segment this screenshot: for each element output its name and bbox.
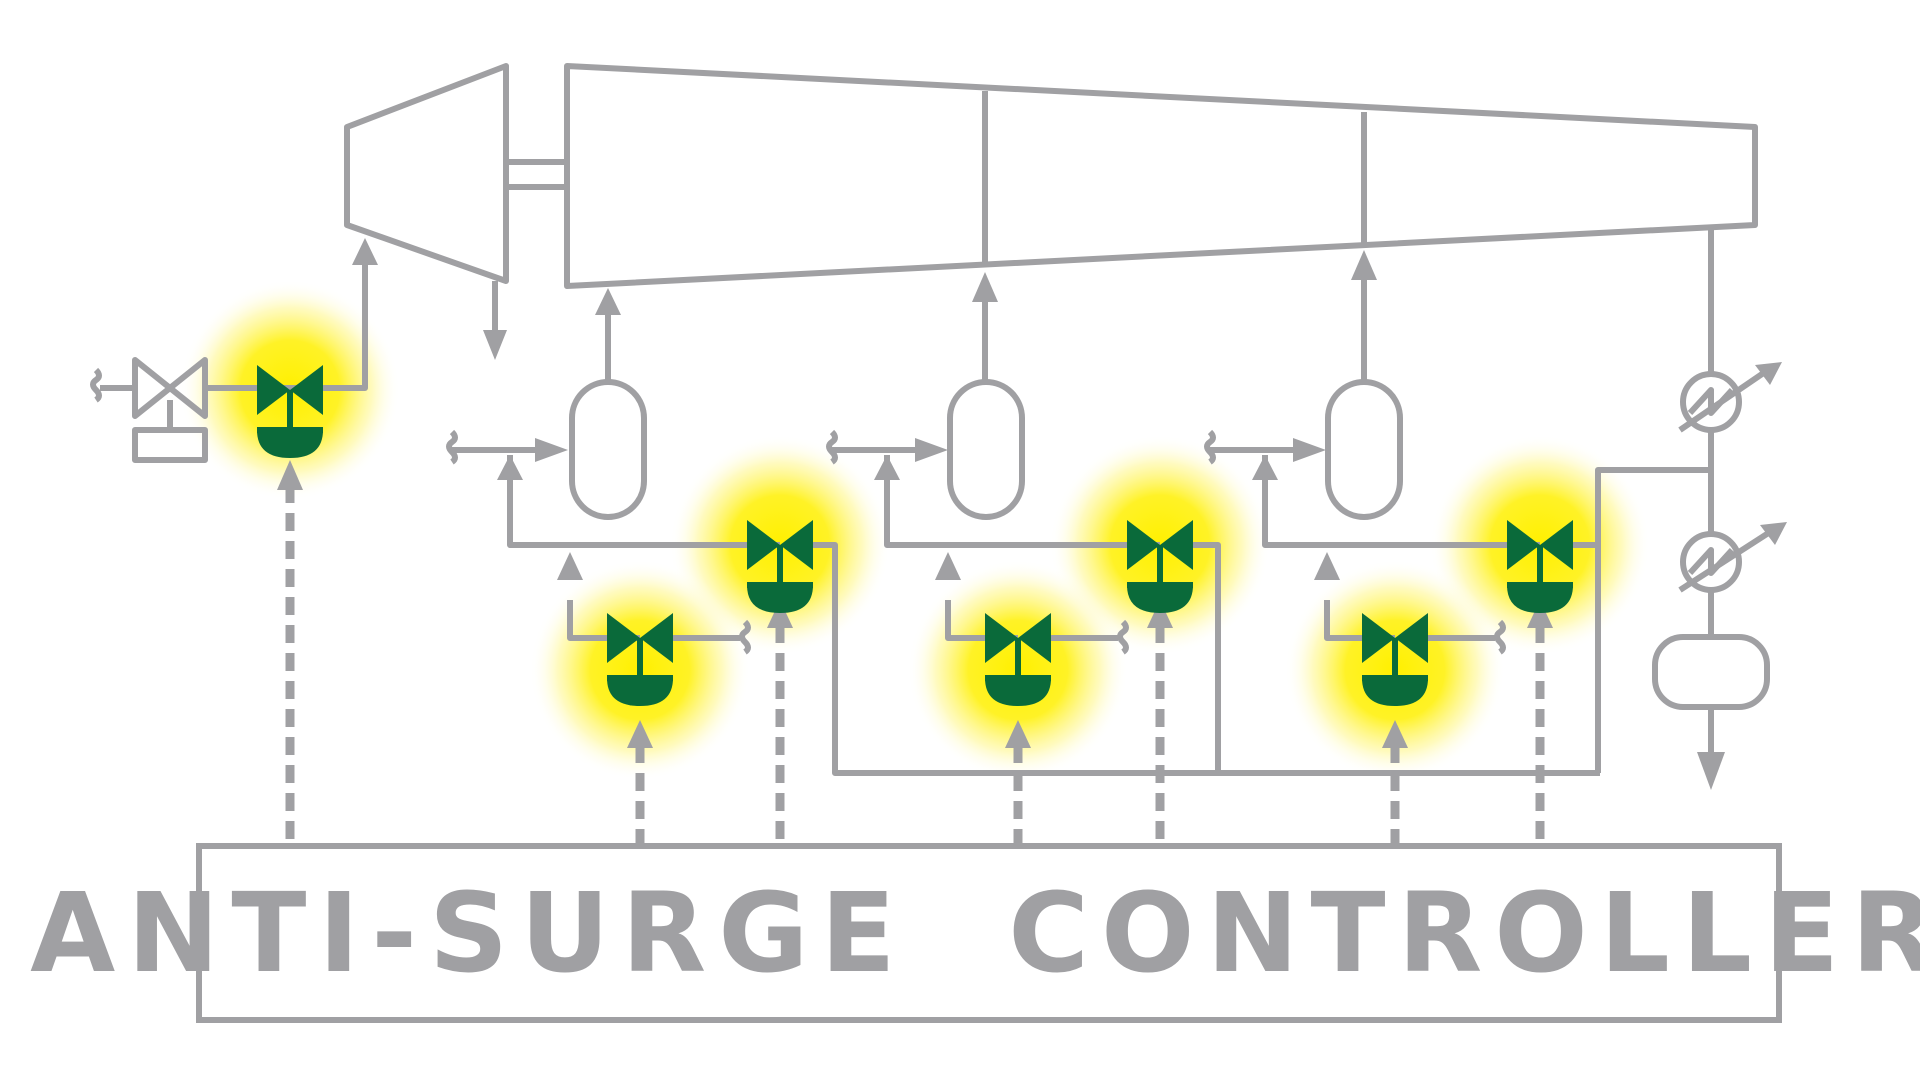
manual-valve <box>132 357 173 419</box>
vessel-stage3 <box>1325 379 1403 520</box>
flow-arrow-icon <box>915 438 948 462</box>
flow-arrow-icon <box>627 720 653 748</box>
green-control-valve-icon <box>985 613 1051 706</box>
flow-arrow-icon <box>497 455 523 480</box>
flow-arrow-icon <box>557 552 583 580</box>
anti-surge-controller-box: ANTI-SURGE CONTROLLER <box>30 843 1920 1023</box>
green-control-valve-icon <box>257 365 323 458</box>
green-control-valve-icon <box>1507 520 1573 613</box>
controller-label: ANTI-SURGE CONTROLLER <box>30 869 1920 997</box>
compressor-hp-casing <box>564 63 1758 289</box>
green-control-valve-icon <box>607 613 673 706</box>
green-control-valve-icon <box>1362 613 1428 706</box>
flow-arrow-icon <box>1755 362 1782 385</box>
flow-arrow-icon <box>767 600 793 628</box>
flow-arrow-icon <box>1697 752 1725 790</box>
flow-arrows <box>277 238 1787 790</box>
flow-arrow-icon <box>972 272 998 302</box>
flow-arrow-icon <box>1147 600 1173 628</box>
flow-arrow-icon <box>874 455 900 480</box>
vessel-stage2 <box>947 379 1025 520</box>
heat-exchanger-2 <box>1680 531 1742 593</box>
flow-arrow-icon <box>935 552 961 580</box>
heat-exchanger-1 <box>1680 371 1742 433</box>
flow-arrow-icon <box>595 288 621 315</box>
flow-arrow-icon <box>1005 720 1031 748</box>
flow-arrow-icon <box>1760 522 1787 545</box>
discharge-drum <box>1652 634 1770 710</box>
flow-arrow-icon <box>1314 552 1340 580</box>
flow-arrow-icon <box>1351 250 1377 280</box>
compressor-lp-casing <box>344 63 509 284</box>
control-valves <box>257 365 1573 706</box>
flow-arrow-icon <box>483 330 507 360</box>
flow-arrow-icon <box>535 438 568 462</box>
green-control-valve-icon <box>1127 520 1193 613</box>
process-lines <box>90 63 1772 776</box>
green-control-valve-icon <box>747 520 813 613</box>
valve-glows <box>180 280 1650 780</box>
flow-arrow-icon <box>1527 600 1553 628</box>
flow-arrow-icon <box>1382 720 1408 748</box>
flow-arrow-icon <box>277 460 303 490</box>
vessel-stage1 <box>569 379 647 520</box>
flow-arrow-icon <box>1293 438 1326 462</box>
signal-lines <box>285 485 1545 843</box>
flow-arrow-icon <box>352 238 378 265</box>
flow-arrow-icon <box>1252 455 1278 480</box>
